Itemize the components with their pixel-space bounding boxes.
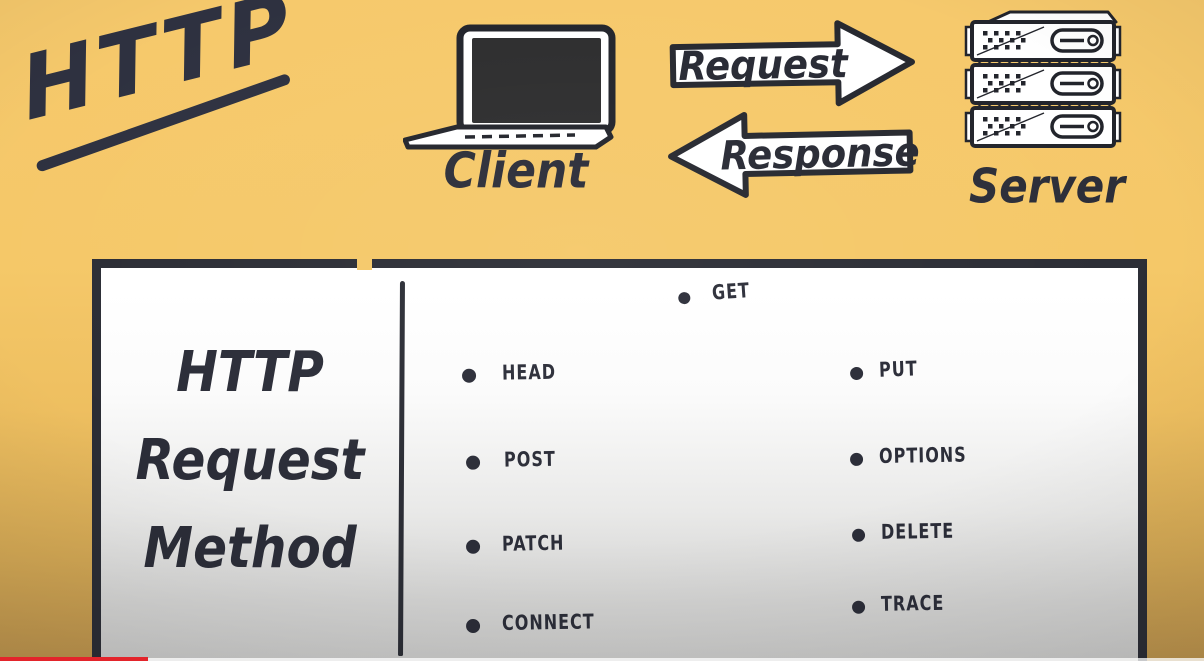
bullet-icon: [849, 452, 864, 467]
bullet-icon: [849, 366, 864, 381]
arrow-left-icon: [668, 111, 914, 198]
response-label: Response: [719, 128, 921, 179]
method-item-trace: TRACE: [851, 591, 945, 616]
row-header-line: Request: [135, 427, 365, 493]
row-header-line: Method: [143, 515, 357, 581]
video-progress-played[interactable]: [0, 657, 148, 661]
arrow-right-icon: [669, 20, 915, 107]
video-progress-track[interactable]: [0, 658, 1204, 661]
method-item-head: HEAD: [461, 359, 556, 384]
method-item-patch: PATCH: [465, 530, 565, 555]
bullet-icon: [465, 618, 481, 634]
bullet-icon: [465, 455, 481, 470]
client-label: Client: [443, 142, 589, 201]
panel-border-gap: [357, 256, 372, 270]
request-arrow: Request: [667, 16, 919, 112]
method-item-delete: DELETE: [851, 518, 954, 544]
request-label: Request: [677, 39, 849, 90]
method-item-get: GET: [677, 278, 751, 305]
method-item-put: PUT: [849, 356, 918, 382]
method-item-post: POST: [465, 446, 556, 471]
page-title: HTTP: [0, 0, 330, 220]
client-figure: Client: [403, 24, 617, 209]
http-methods-panel: [92, 259, 1147, 661]
row-header-line: HTTP: [176, 339, 324, 405]
bullet-icon: [851, 528, 866, 542]
response-arrow: Response: [664, 105, 921, 202]
laptop-icon: [403, 24, 616, 150]
title-text: HTTP: [13, 0, 304, 141]
method-item-connect: CONNECT: [465, 609, 595, 635]
bullet-icon: [677, 291, 691, 304]
server-icon: [964, 10, 1122, 148]
row-header: HTTP Request Method: [100, 328, 400, 592]
bullet-icon: [851, 600, 866, 614]
bullet-icon: [461, 368, 477, 383]
server-figure: Server: [958, 10, 1138, 220]
bullet-icon: [465, 539, 481, 554]
method-item-options: OPTIONS: [849, 442, 967, 468]
server-label: Server: [968, 159, 1126, 214]
